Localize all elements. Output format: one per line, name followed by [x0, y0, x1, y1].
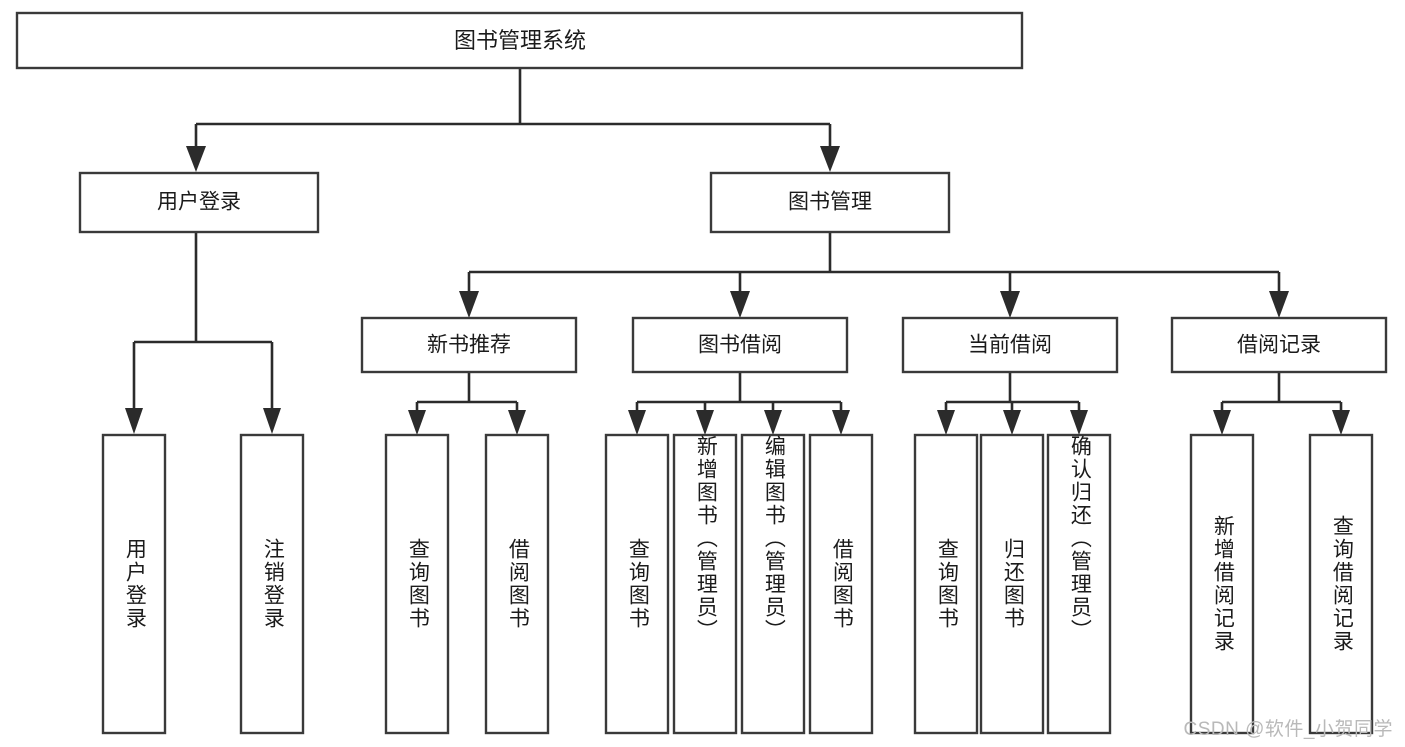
node-user-login[interactable]: 用户登录 [78, 171, 320, 234]
node-book-management-box[interactable] [709, 171, 951, 234]
node-user-login-box[interactable] [78, 171, 320, 234]
node-root-label: 图书管理系统 [454, 28, 586, 53]
node-current-borrow[interactable]: 当前借阅 [901, 316, 1119, 374]
connector-borrowrecord-to-leaves [1213, 372, 1350, 435]
connector-root-to-level2 [186, 68, 840, 172]
arrow-head-icon [1003, 410, 1021, 435]
node-borrow-record-label: 借阅记录 [1237, 334, 1321, 357]
node-borrow-record[interactable]: 借阅记录 [1170, 316, 1388, 374]
leaf-node[interactable] [484, 433, 550, 735]
leaf-box-add-book-admin[interactable] [672, 433, 738, 735]
arrow-head-icon [937, 410, 955, 435]
leaf-node[interactable] [1308, 433, 1374, 735]
node-current-borrow-label: 当前借阅 [968, 334, 1052, 357]
node-borrow-record-box[interactable] [1170, 316, 1388, 374]
arrow-head-icon [408, 410, 426, 435]
connector-newbook-to-leaves [408, 372, 526, 435]
leaf-box-query-book-bb[interactable] [604, 433, 670, 735]
arrow-head-icon [696, 410, 714, 435]
leaf-node[interactable] [979, 433, 1045, 735]
leaf-box-logout[interactable] [239, 433, 305, 735]
node-book-borrow-label: 图书借阅 [698, 334, 782, 357]
leaf-node[interactable] [239, 433, 305, 735]
arrow-head-icon [263, 408, 281, 434]
arrow-head-icon [628, 410, 646, 435]
leaf-node[interactable] [101, 433, 167, 735]
arrow-head-icon [1332, 410, 1350, 435]
connector-currentborrow-to-leaves [937, 372, 1088, 435]
leaf-box-query-borrow-record[interactable] [1308, 433, 1374, 735]
node-root-box[interactable] [15, 11, 1024, 70]
leaf-box-borrow-book-bb[interactable] [808, 433, 874, 735]
connector-bookmgmt-to-level3 [459, 232, 1289, 318]
arrow-head-icon [1269, 291, 1289, 318]
leaf-box-borrow-book-nb[interactable] [484, 433, 550, 735]
arrow-head-icon [186, 146, 206, 172]
node-user-login-label: 用户登录 [157, 191, 241, 214]
leaf-node[interactable] [808, 433, 874, 735]
leaf-box-confirm-return-admin[interactable] [1046, 433, 1112, 735]
leaf-box-query-book-cb[interactable] [913, 433, 979, 735]
arrow-head-icon [764, 410, 782, 435]
node-new-book-recommend-label: 新书推荐 [427, 334, 511, 357]
leaf-node[interactable] [384, 433, 450, 735]
node-current-borrow-box[interactable] [901, 316, 1119, 374]
node-root-system[interactable]: 图书管理系统 [15, 11, 1024, 70]
arrow-head-icon [1070, 410, 1088, 435]
leaf-box-user-login[interactable] [101, 433, 167, 735]
connector-bookborrow-to-leaves [628, 372, 850, 435]
leaf-node[interactable] [604, 433, 670, 735]
arrow-head-icon [832, 410, 850, 435]
leaf-node[interactable] [1046, 433, 1112, 735]
arrow-head-icon [1213, 410, 1231, 435]
leaf-node[interactable] [740, 433, 806, 735]
arrow-head-icon [459, 291, 479, 318]
arrow-head-icon [125, 408, 143, 434]
node-book-management[interactable]: 图书管理 [709, 171, 951, 234]
node-book-borrow[interactable]: 图书借阅 [631, 316, 849, 374]
arrow-head-icon [508, 410, 526, 435]
arrow-head-icon [730, 291, 750, 318]
leaf-node[interactable] [1189, 433, 1255, 735]
node-book-borrow-box[interactable] [631, 316, 849, 374]
leaf-node[interactable] [913, 433, 979, 735]
leaf-node[interactable] [672, 433, 738, 735]
leaf-box-add-borrow-record[interactable] [1189, 433, 1255, 735]
leaf-box-query-book-nb[interactable] [384, 433, 450, 735]
node-new-book-recommend-box[interactable] [360, 316, 578, 374]
arrow-head-icon [820, 146, 840, 172]
connector-userlogin-to-leaves [125, 232, 281, 434]
arrow-head-icon [1000, 291, 1020, 318]
watermark-text: CSDN @软件_小贺同学 [1183, 719, 1393, 740]
leaf-box-return-book[interactable] [979, 433, 1045, 735]
node-new-book-recommend[interactable]: 新书推荐 [360, 316, 578, 374]
leaf-box-edit-book-admin[interactable] [740, 433, 806, 735]
node-book-management-label: 图书管理 [788, 191, 872, 214]
